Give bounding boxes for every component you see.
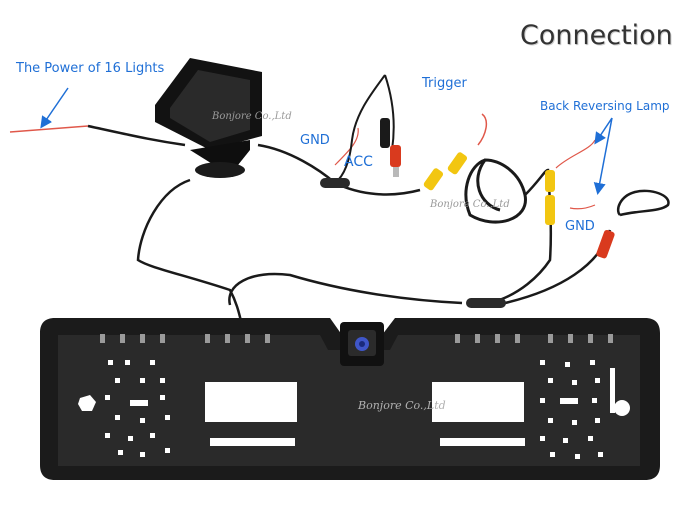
lamp-coil-cable <box>616 189 670 217</box>
trigger-label: Trigger <box>422 76 467 91</box>
power-label: The Power of 16 Lights <box>16 61 165 76</box>
yellow-rca-plug-left <box>423 168 444 191</box>
back-reversing-lamp-label: Back Reversing Lamp <box>540 99 670 113</box>
gnd-right-label: GND <box>565 219 595 234</box>
acc-label: ACC <box>344 154 373 170</box>
acc-cable <box>384 74 395 151</box>
gnd-right-cable <box>504 229 612 305</box>
plate-slot-right <box>440 438 525 446</box>
plate-mount-hole-right <box>614 400 630 416</box>
lamp-red-wire <box>555 139 596 169</box>
power-cable <box>87 124 186 147</box>
plate-cutout-left <box>205 382 297 422</box>
plate-cutout-right <box>432 382 524 422</box>
power-arrow <box>40 87 69 129</box>
yellow-rca-plug-right <box>447 152 468 175</box>
plate-power-cable <box>136 178 244 326</box>
inline-connector <box>466 298 506 308</box>
red-rca-plug-acc <box>380 118 401 177</box>
plate-slot-left <box>210 438 295 446</box>
watermark-center: Bonjore Co.,Ltd <box>430 199 510 210</box>
lamp-arrow-upper <box>594 117 613 145</box>
plate-signal-cable <box>228 272 463 306</box>
plate-holes-right <box>540 360 603 459</box>
license-plate-frame <box>40 318 660 480</box>
wire-splice-connector <box>320 178 350 188</box>
rear-camera <box>340 322 384 366</box>
plate-led-lights <box>100 334 613 343</box>
gnd-left-label: GND <box>300 133 330 148</box>
gnd-acc-cable <box>334 74 386 184</box>
page-title: Connection <box>520 20 673 51</box>
plate-mount-hole-left <box>78 395 96 411</box>
camera-cable <box>489 168 553 305</box>
coiled-extension-cable <box>464 158 527 224</box>
trigger-red-wire <box>477 113 488 146</box>
monitor <box>155 58 262 178</box>
yellow-rca-plug-camera <box>545 170 555 225</box>
power-red-wire <box>9 125 89 133</box>
watermark-plate: Bonjore Co.,Ltd <box>358 399 446 412</box>
watermark-monitor: Bonjore Co.,Ltd <box>212 111 292 122</box>
gnd-red-wire <box>569 204 596 210</box>
acc-red-wire <box>334 127 359 166</box>
lamp-arrow-lower <box>593 117 613 195</box>
plate-holes-left <box>105 360 170 457</box>
red-rca-plug-gnd <box>596 229 615 259</box>
plate-slot-vertical <box>610 368 615 413</box>
